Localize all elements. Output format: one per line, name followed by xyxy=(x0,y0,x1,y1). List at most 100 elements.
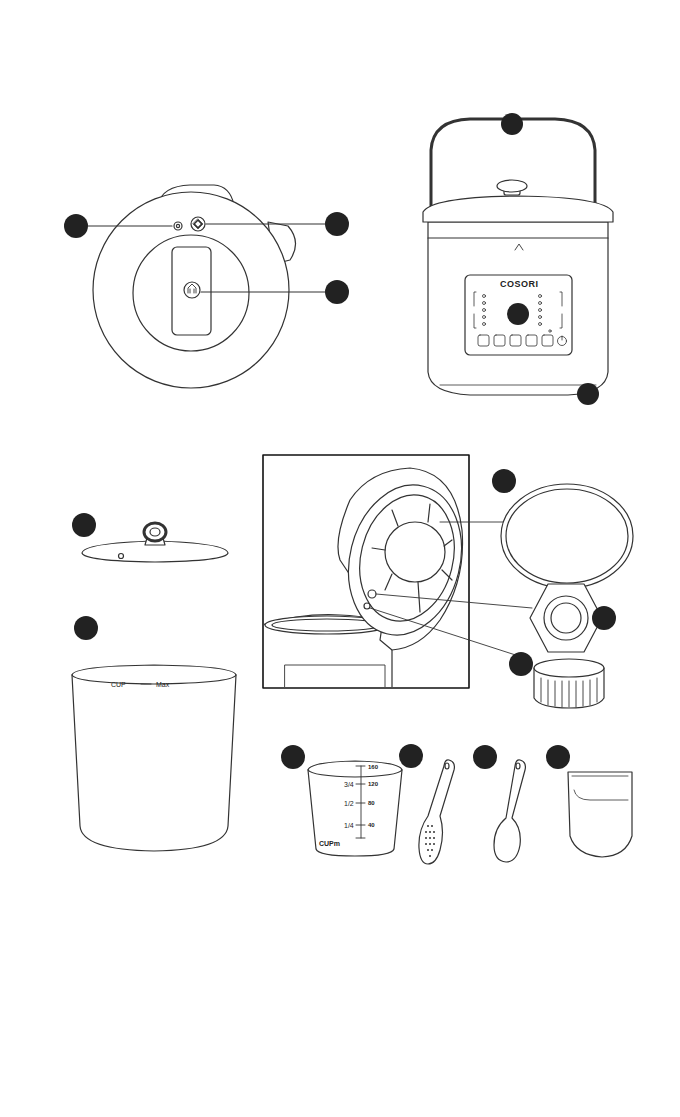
leader-line xyxy=(206,223,325,224)
measuring-cup xyxy=(356,766,365,767)
slotted-spoon xyxy=(431,825,433,827)
slotted-spoon xyxy=(425,831,427,833)
cooker-body xyxy=(497,180,527,192)
steam-lid xyxy=(144,523,166,541)
inset-frame xyxy=(385,522,445,582)
measuring-cup xyxy=(356,838,365,839)
scale-number: 120 xyxy=(368,781,378,787)
callout-marker xyxy=(546,745,570,769)
cooker-body xyxy=(515,244,523,250)
cooker-body xyxy=(549,330,551,332)
callout-marker xyxy=(501,113,523,135)
lid-top-view xyxy=(172,247,211,335)
inset-frame xyxy=(285,665,385,687)
cooker-body xyxy=(465,275,572,355)
slotted-spoon xyxy=(445,763,449,769)
measuring-cup xyxy=(356,825,365,826)
cooker-body xyxy=(539,295,542,298)
slotted-spoon xyxy=(433,837,435,839)
leader-line xyxy=(370,608,531,660)
serving-spoon xyxy=(516,763,520,769)
scale-number: 80 xyxy=(368,800,375,806)
cooker-body xyxy=(526,335,537,346)
callout-marker xyxy=(592,606,616,630)
inset-frame xyxy=(372,504,452,612)
pot-marking: CUP xyxy=(111,681,126,688)
lid-top-view xyxy=(176,224,179,227)
spoon-holder xyxy=(568,772,632,857)
measuring-cup xyxy=(308,770,402,777)
slotted-spoon xyxy=(419,760,455,864)
inner-pot xyxy=(72,665,236,851)
measuring-cup xyxy=(356,766,365,838)
cooker-body xyxy=(539,309,542,312)
scale-number: 40 xyxy=(368,822,375,828)
lid-top-view xyxy=(195,221,201,227)
cooker-body xyxy=(483,302,486,305)
cooker-body xyxy=(478,335,489,346)
brand-name: COSORI xyxy=(500,280,539,289)
slotted-spoon xyxy=(419,760,455,864)
cooker-body xyxy=(423,196,613,222)
valve-nut xyxy=(530,584,602,652)
cooker-body xyxy=(510,335,521,346)
callout-marker xyxy=(577,383,599,405)
measuring-cup xyxy=(361,766,362,838)
measuring-cup xyxy=(356,784,365,785)
inner-pot xyxy=(72,665,236,851)
leader-line xyxy=(88,225,172,226)
measuring-cup xyxy=(308,761,402,856)
slotted-spoon xyxy=(431,849,433,851)
cooker-body xyxy=(483,316,486,319)
callout-marker xyxy=(492,469,516,493)
slotted-spoon xyxy=(433,831,435,833)
callout-marker xyxy=(509,652,533,676)
measuring-cup xyxy=(308,761,402,856)
callout-marker xyxy=(72,513,96,537)
cooker-body xyxy=(494,335,505,346)
lid-top-view xyxy=(93,192,289,388)
slotted-spoon xyxy=(425,837,427,839)
serving-spoon xyxy=(494,760,525,862)
slotted-spoon xyxy=(433,843,435,845)
cooker-body xyxy=(539,316,542,319)
slotted-spoon xyxy=(429,843,431,845)
scale-fraction: 3/4 xyxy=(344,781,354,788)
callout-marker xyxy=(507,303,529,325)
cooker-body xyxy=(483,309,486,312)
scale-fraction: 1/4 xyxy=(344,822,354,829)
slotted-spoon xyxy=(427,825,429,827)
steam-lid xyxy=(119,554,124,559)
cooker-body xyxy=(423,119,613,395)
scale-unit: CUPm xyxy=(319,840,340,847)
lid-top-view xyxy=(93,185,296,388)
valve-nut xyxy=(530,584,602,652)
slotted-spoon xyxy=(425,825,435,857)
slotted-spoon xyxy=(429,837,431,839)
valve-cap xyxy=(534,659,604,708)
inset-frame xyxy=(333,473,468,647)
cooker-body xyxy=(542,335,553,346)
cooker-body xyxy=(440,385,596,386)
callout-marker xyxy=(325,212,349,236)
lid-top-view xyxy=(188,284,196,293)
leader-line xyxy=(370,522,532,660)
sealing-ring xyxy=(501,484,633,588)
valve-nut xyxy=(551,603,581,633)
callout-marker xyxy=(399,744,423,768)
slotted-spoon xyxy=(429,855,431,857)
lid-top-view xyxy=(133,235,249,351)
lid-top-view xyxy=(193,219,203,229)
sealing-ring xyxy=(506,489,628,583)
spoon-holder xyxy=(572,776,628,777)
cooker-body xyxy=(562,336,563,340)
cooker-body xyxy=(483,323,486,326)
cooker-body xyxy=(539,302,542,305)
inner-pot xyxy=(72,675,236,684)
leader-line xyxy=(440,522,503,523)
lid-top-view xyxy=(174,222,182,230)
slotted-spoon xyxy=(425,843,427,845)
cooker-body xyxy=(539,323,542,326)
inner-pot xyxy=(141,684,151,685)
